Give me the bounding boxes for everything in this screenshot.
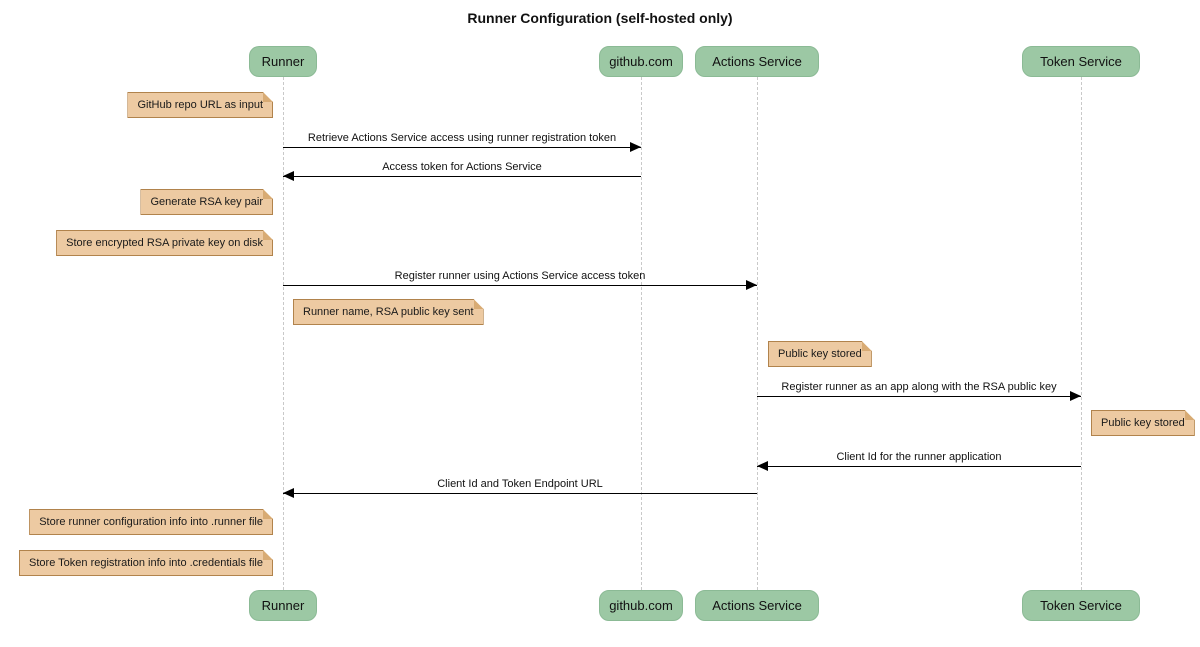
participant-label: github.com — [609, 598, 673, 613]
note-text: Store encrypted RSA private key on disk — [66, 237, 263, 249]
message-label: Client Id and Token Endpoint URL — [437, 478, 603, 490]
message-label: Retrieve Actions Service access using ru… — [307, 132, 617, 144]
participant-label: Actions Service — [712, 54, 802, 69]
message-runner-to-github: Retrieve Actions Service access using ru… — [283, 126, 641, 152]
note-store-runner-file: Store runner configuration info into .ru… — [29, 509, 273, 535]
participant-runner-bottom: Runner — [249, 590, 317, 621]
message-github-to-runner: Access token for Actions Service — [283, 155, 641, 181]
message-label: Access token for Actions Service — [382, 161, 542, 173]
arrowhead-left-icon — [283, 488, 294, 498]
participant-token-service-top: Token Service — [1022, 46, 1140, 77]
note-text: Public key stored — [1101, 417, 1185, 429]
note-fold — [474, 299, 484, 309]
note-text: Store runner configuration info into .ru… — [39, 516, 263, 528]
arrowhead-right-icon — [630, 142, 641, 152]
participant-label: github.com — [609, 54, 673, 69]
participant-label: Runner — [261, 598, 305, 613]
note-fold — [263, 509, 273, 519]
diagram-title: Runner Configuration (self-hosted only) — [467, 10, 733, 26]
arrowhead-left-icon — [283, 171, 294, 181]
note-fold — [263, 189, 273, 199]
note-fold — [862, 341, 872, 351]
message-label: Register runner as an app along with the… — [781, 381, 1057, 393]
note-text: Generate RSA key pair — [150, 196, 263, 208]
participant-actions-service-top: Actions Service — [695, 46, 819, 77]
note-store-credentials-file: Store Token registration info into .cred… — [19, 550, 273, 576]
arrowhead-left-icon — [757, 461, 768, 471]
participant-label: Token Service — [1040, 598, 1122, 613]
participant-github-com-bottom: github.com — [599, 590, 683, 621]
message-label: Register runner using Actions Service ac… — [394, 270, 646, 282]
participant-label: Actions Service — [712, 598, 802, 613]
lifeline-runner — [283, 77, 284, 590]
participant-label: Runner — [261, 54, 305, 69]
note-text: GitHub repo URL as input — [137, 99, 263, 111]
lifeline-github-com — [641, 77, 642, 590]
message-label: Client Id for the runner application — [836, 451, 1002, 463]
participant-runner-top: Runner — [249, 46, 317, 77]
participant-label: Token Service — [1040, 54, 1122, 69]
message-actions-service-to-token-service: Register runner as an app along with the… — [757, 375, 1081, 401]
note-fold — [263, 550, 273, 560]
note-fold — [1185, 410, 1195, 420]
note-store-private-key: Store encrypted RSA private key on disk — [56, 230, 273, 256]
message-runner-to-actions-service: Register runner using Actions Service ac… — [283, 264, 757, 290]
note-text: Runner name, RSA public key sent — [303, 306, 474, 318]
participant-actions-service-bottom: Actions Service — [695, 590, 819, 621]
lifeline-actions-service — [757, 77, 758, 590]
note-runner-name-sent: Runner name, RSA public key sent — [293, 299, 484, 325]
note-generate-rsa-key: Generate RSA key pair — [140, 189, 273, 215]
note-public-key-stored-token: Public key stored — [1091, 410, 1195, 436]
arrowhead-right-icon — [1070, 391, 1081, 401]
note-fold — [263, 92, 273, 102]
note-github-repo-url: GitHub repo URL as input — [127, 92, 273, 118]
participant-github-com-top: github.com — [599, 46, 683, 77]
arrowhead-right-icon — [746, 280, 757, 290]
note-public-key-stored-actions: Public key stored — [768, 341, 872, 367]
message-token-service-to-actions-service: Client Id for the runner application — [757, 445, 1081, 471]
note-text: Public key stored — [778, 348, 862, 360]
participant-token-service-bottom: Token Service — [1022, 590, 1140, 621]
note-text: Store Token registration info into .cred… — [29, 557, 263, 569]
message-actions-service-to-runner: Client Id and Token Endpoint URL — [283, 472, 757, 498]
lifeline-token-service — [1081, 77, 1082, 590]
note-fold — [263, 230, 273, 240]
